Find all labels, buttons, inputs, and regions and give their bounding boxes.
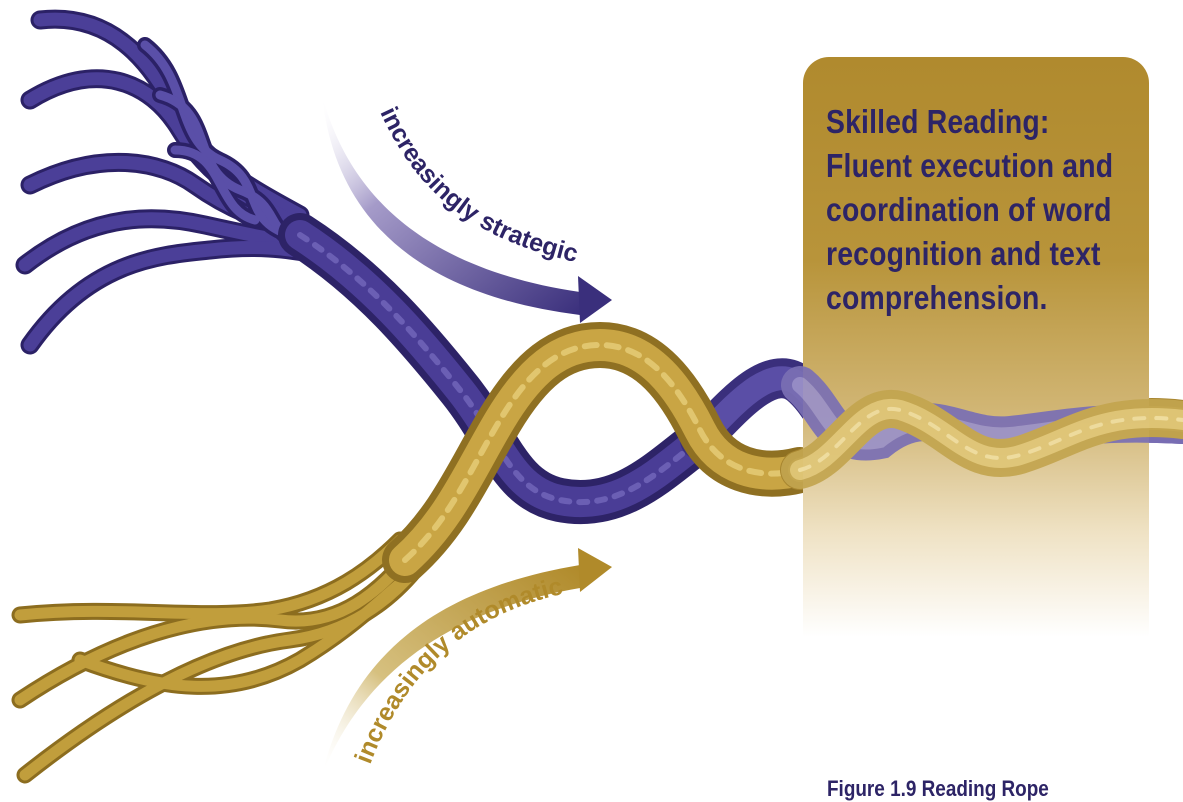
- callout-title: Skilled Reading: Fluent execution and co…: [826, 100, 1101, 320]
- callout-line: comprehension.: [826, 276, 1101, 320]
- callout-line: Skilled Reading:: [826, 100, 1101, 144]
- callout-line: recognition and text: [826, 232, 1101, 276]
- figure-caption: Figure 1.9 Reading Rope: [827, 776, 1049, 802]
- automatic-arrow: increasingly automatic: [322, 548, 612, 775]
- callout-line: Fluent execution and: [826, 144, 1101, 188]
- callout-line: coordination of word: [826, 188, 1101, 232]
